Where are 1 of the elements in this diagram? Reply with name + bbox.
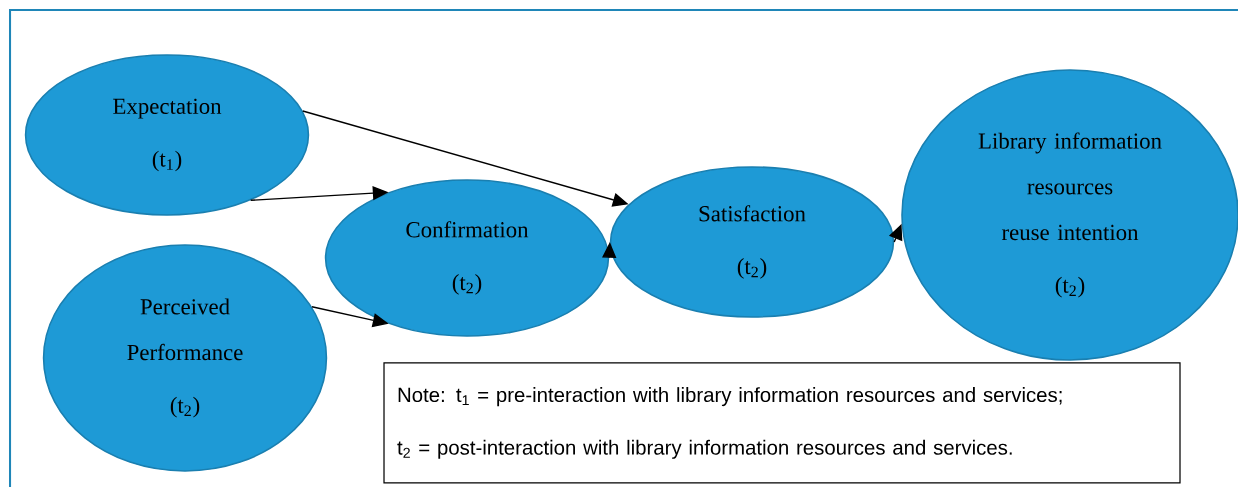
note-box: Note: t$_{1}$ = pre-interaction with library information resources and services; t$_{2}$ = post-interaction with library information resources and services. (383, 362, 1181, 484)
